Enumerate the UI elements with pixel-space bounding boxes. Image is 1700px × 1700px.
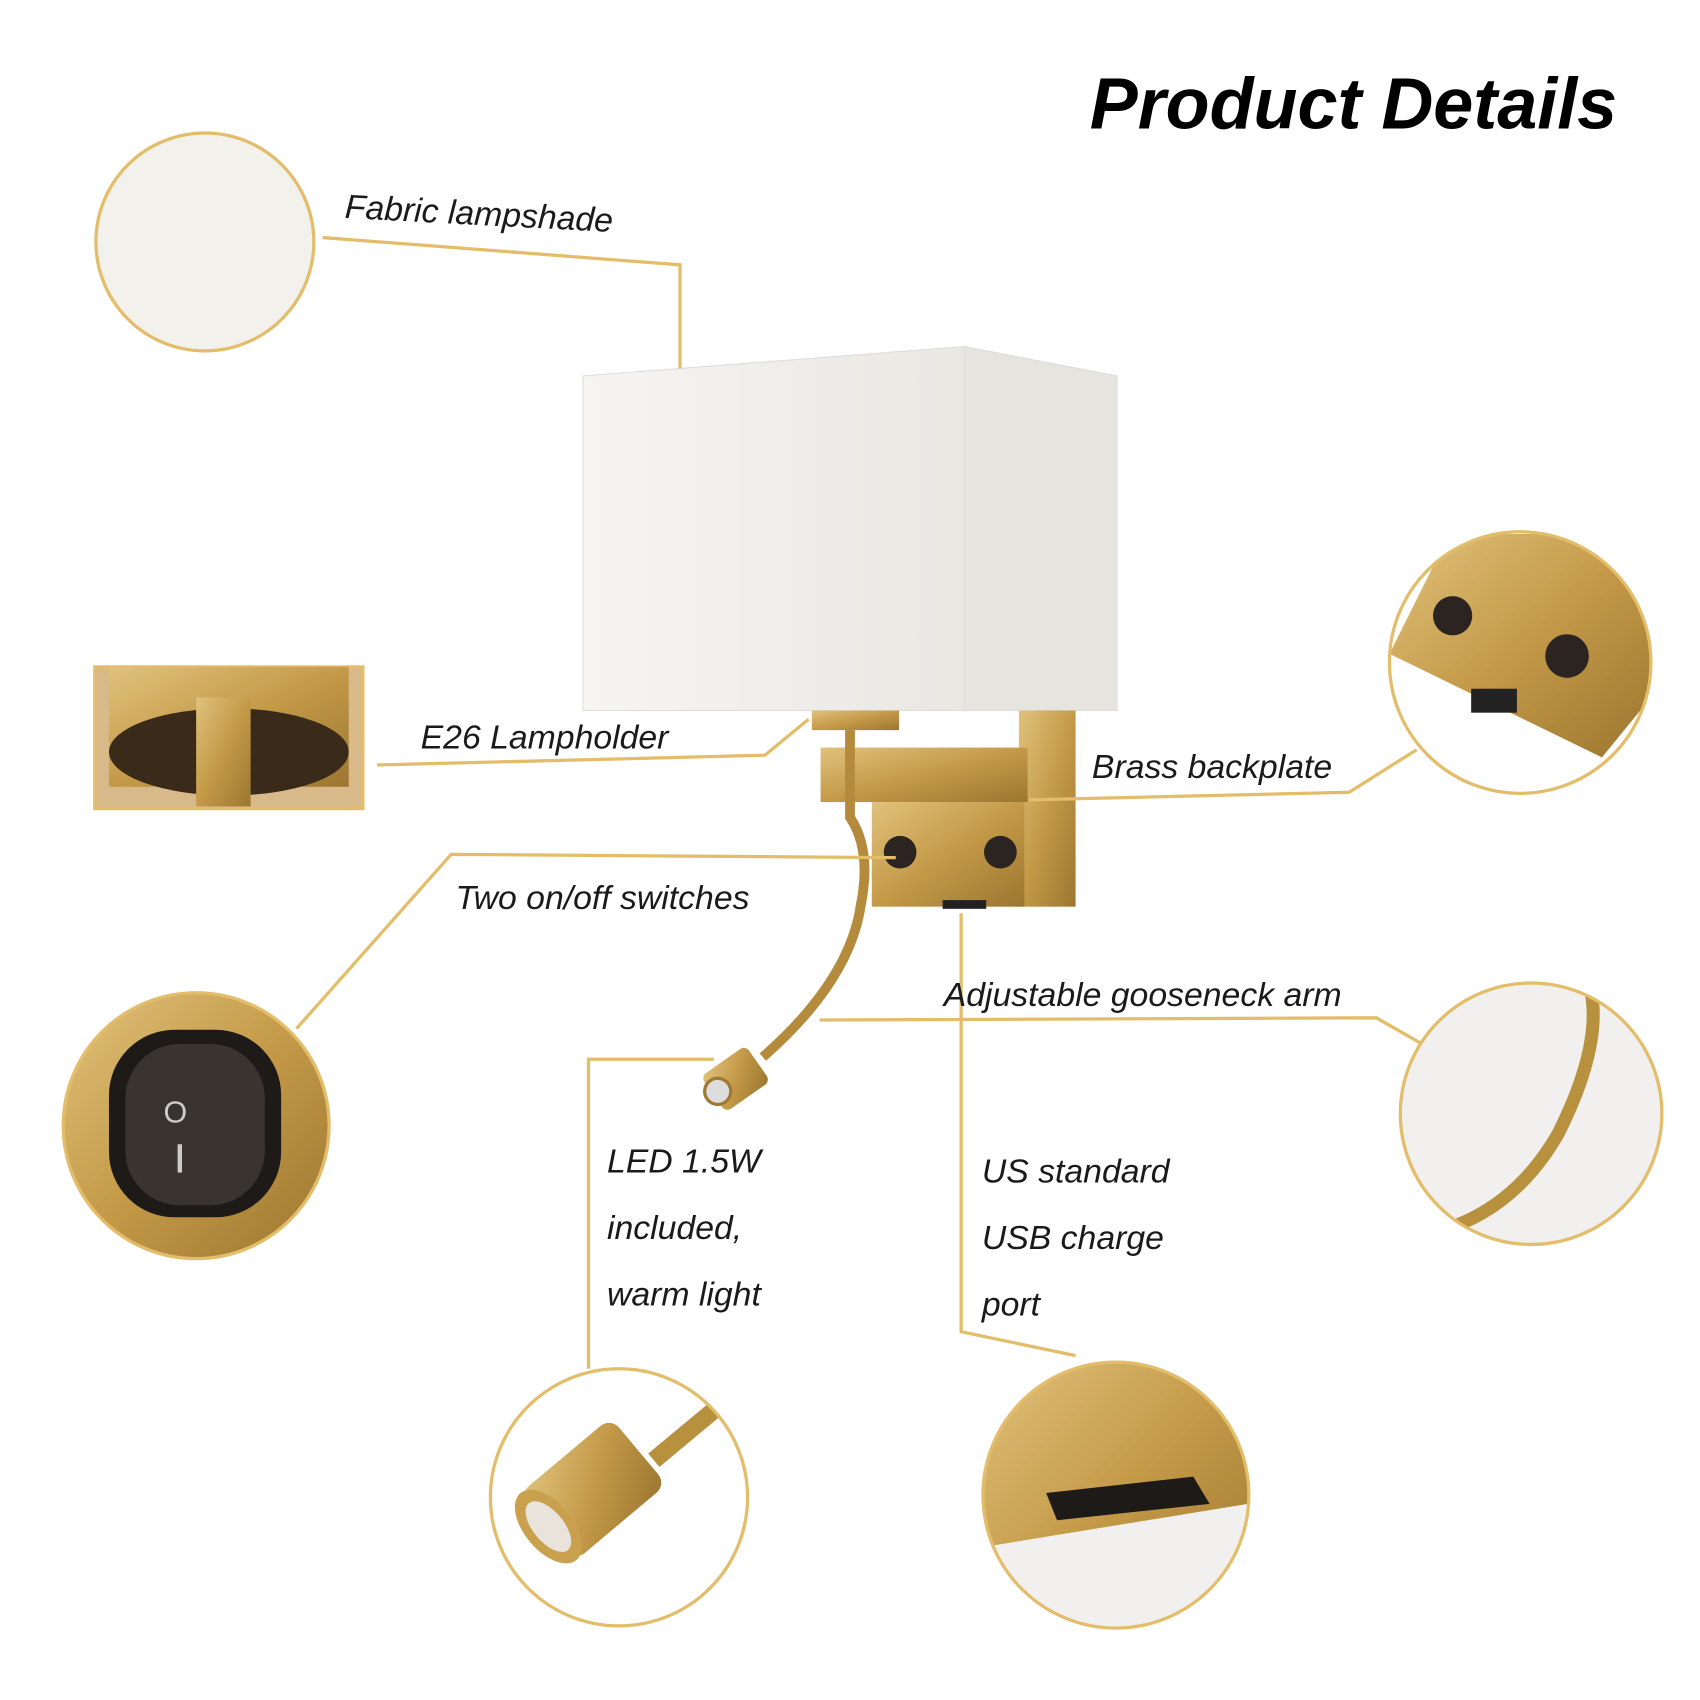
leader-gooseneck bbox=[819, 1016, 1423, 1046]
fabric-detail-image bbox=[94, 131, 316, 353]
gooseneck-detail-image bbox=[1400, 982, 1662, 1245]
label-led-line2: included, bbox=[607, 1209, 742, 1247]
leader-backplate bbox=[1028, 748, 1418, 802]
label-fabric-lampshade: Fabric lampshade bbox=[344, 188, 614, 240]
svg-text:O: O bbox=[163, 1095, 187, 1129]
label-gooseneck: Adjustable gooseneck arm bbox=[942, 976, 1342, 1014]
lampholder-detail-image bbox=[93, 665, 365, 811]
wall-lamp-image bbox=[582, 345, 1118, 1110]
switch-detail-image: O bbox=[63, 992, 330, 1259]
leader-switches bbox=[295, 852, 896, 1030]
led-detail-image bbox=[490, 1368, 748, 1626]
backplate-detail-image bbox=[1389, 531, 1651, 794]
label-e26-lampholder: E26 Lampholder bbox=[421, 719, 671, 757]
label-usb-line2: USB charge bbox=[982, 1219, 1164, 1257]
label-switches: Two on/off switches bbox=[456, 879, 750, 917]
leader-fabric bbox=[322, 235, 682, 369]
leader-usb bbox=[959, 913, 1076, 1358]
page-title: Product Details bbox=[1090, 65, 1617, 145]
label-brass-backplate: Brass backplate bbox=[1092, 748, 1332, 786]
label-usb-line1: US standard bbox=[982, 1152, 1171, 1190]
label-led-line3: warm light bbox=[607, 1276, 762, 1314]
label-usb-line3: port bbox=[981, 1285, 1042, 1323]
leader-led bbox=[586, 1057, 714, 1369]
label-led-line1: LED 1.5W bbox=[607, 1143, 764, 1181]
usb-detail-image bbox=[982, 1362, 1249, 1629]
leader-lampholder bbox=[377, 717, 810, 767]
